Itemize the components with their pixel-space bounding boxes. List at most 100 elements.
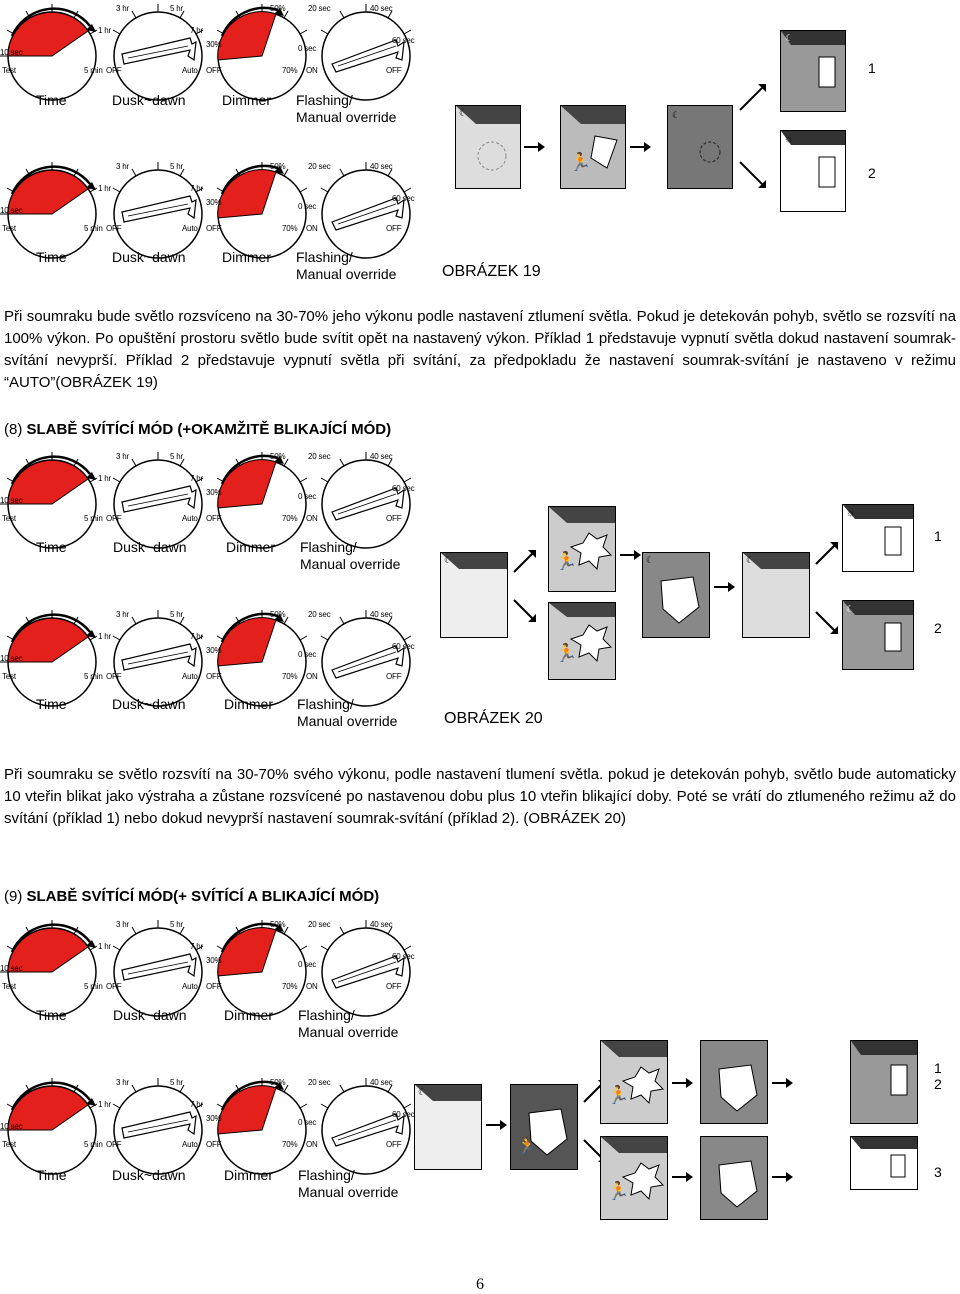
- scene-panel: ☾: [742, 552, 810, 638]
- dial-label: OFF: [386, 672, 402, 681]
- dial-label: 5 min: [84, 1140, 103, 1149]
- svg-text:☾: ☾: [846, 604, 854, 614]
- dial-label: OFF: [206, 224, 222, 233]
- svg-text:☾: ☾: [418, 1087, 426, 1097]
- dial-label: Auto: [182, 66, 198, 75]
- dial-label: 0 sec: [298, 202, 317, 211]
- dial-label: 30%: [206, 956, 222, 965]
- dial-label: 7 hr: [190, 184, 203, 193]
- arrow-icon: [524, 140, 546, 159]
- caption-time: Time: [36, 1167, 67, 1183]
- dial-label: 60 sec: [392, 642, 415, 651]
- scene-panel: 🏃: [548, 506, 616, 592]
- page-number: 6: [476, 1276, 484, 1293]
- caption-time: Time: [36, 539, 67, 555]
- dial-label: 5 min: [84, 672, 103, 681]
- scene-panel: ☾: [842, 600, 914, 670]
- dial-label: 1 hr: [98, 942, 111, 951]
- dial-label: 30%: [206, 198, 222, 207]
- dial-label: ON: [306, 672, 318, 681]
- dial-label: 3 hr: [116, 452, 129, 461]
- dial-label: 0 sec: [298, 492, 317, 501]
- caption-time: Time: [36, 92, 67, 108]
- arrow-icon: [814, 610, 840, 641]
- dial-label: OFF: [106, 672, 122, 681]
- dials-svg: [0, 4, 412, 101]
- dial-label: 1 hr: [98, 26, 111, 35]
- dial-label: 0 sec: [298, 960, 317, 969]
- dial-label: 40 sec: [370, 1078, 393, 1087]
- dial-label: 70%: [282, 66, 298, 75]
- svg-text:☾: ☾: [746, 555, 754, 565]
- dial-label: 60 sec: [392, 484, 415, 493]
- dial-label: 1 hr: [98, 184, 111, 193]
- paragraph-2: Při soumraku se světlo rozsvítí na 30-70…: [4, 766, 956, 827]
- dial-label: OFF: [106, 224, 122, 233]
- heading-9: (9) SLABĚ SVÍTÍCÍ MÓD(+ SVÍTÍCÍ A BLIKAJ…: [4, 888, 380, 905]
- scene-panel: ☾: [780, 30, 846, 112]
- dial-label: 1 hr: [98, 1100, 111, 1109]
- scene-panel: ☼: [780, 130, 846, 212]
- dial-label: 60 sec: [392, 36, 415, 45]
- dial-label: ON: [306, 1140, 318, 1149]
- dial-label: 7 hr: [190, 474, 203, 483]
- arrow-icon: [714, 580, 736, 599]
- arrow-icon: [512, 548, 538, 579]
- example-number: 3: [934, 1164, 942, 1180]
- dial-label: 60 sec: [392, 952, 415, 961]
- dial-label: 5 hr: [170, 452, 183, 461]
- dial-label: 70%: [282, 982, 298, 991]
- scene-panel: ☼: [842, 504, 914, 572]
- dial-label: 10 sec: [0, 206, 23, 215]
- dial-label: OFF: [386, 224, 402, 233]
- dial-label: OFF: [206, 1140, 222, 1149]
- dial-label: 40 sec: [370, 920, 393, 929]
- dial-label: 50%: [270, 610, 286, 619]
- dial-label: 1 hr: [98, 474, 111, 483]
- dials-svg: [0, 920, 412, 1017]
- dial-label: 7 hr: [190, 942, 203, 951]
- dial-label: OFF: [206, 672, 222, 681]
- dial-label: 3 hr: [116, 610, 129, 619]
- dial-label: OFF: [386, 982, 402, 991]
- svg-text:☾: ☾: [672, 110, 680, 120]
- dial-label: 50%: [270, 4, 286, 13]
- scene-panel: [850, 1040, 918, 1124]
- example-number: 2: [868, 165, 876, 181]
- arrow-icon: [738, 82, 768, 117]
- dial-label: 5 hr: [170, 920, 183, 929]
- dial-label: 0 sec: [298, 1118, 317, 1127]
- dial-label: Auto: [182, 1140, 198, 1149]
- dial-label: OFF: [206, 514, 222, 523]
- scene-panel: [700, 1136, 768, 1220]
- scene-panel: ☾: [414, 1084, 482, 1170]
- scene-panel: 🏃: [548, 602, 616, 680]
- dial-label: 5 min: [84, 224, 103, 233]
- example-number: 1: [868, 60, 876, 76]
- dial-label: ON: [306, 224, 318, 233]
- dial-label: OFF: [386, 514, 402, 523]
- arrow-icon: [672, 1170, 694, 1189]
- dials-svg: [0, 452, 412, 549]
- scene-panel: 🏃: [560, 105, 626, 189]
- example-number: 1: [934, 1060, 942, 1076]
- caption-flash: Flashing/Manual override: [296, 249, 397, 282]
- dial-label: 5 hr: [170, 1078, 183, 1087]
- dial-label: 50%: [270, 162, 286, 171]
- dial-label: 50%: [270, 1078, 286, 1087]
- caption-time: Time: [36, 249, 67, 265]
- person-running-icon: 🏃: [569, 151, 591, 172]
- caption-dimmer: Dimmer: [224, 1007, 273, 1023]
- dial-label: 70%: [282, 672, 298, 681]
- dial-label: 20 sec: [308, 1078, 331, 1087]
- svg-text:🏃: 🏃: [517, 1136, 537, 1155]
- dial-label: OFF: [386, 1140, 402, 1149]
- dial-label: 20 sec: [308, 4, 331, 13]
- dials-svg: [0, 1078, 412, 1175]
- svg-text:☾: ☾: [444, 555, 452, 565]
- dial-label: 5 min: [84, 66, 103, 75]
- dial-label: ON: [306, 514, 318, 523]
- dial-label: 70%: [282, 1140, 298, 1149]
